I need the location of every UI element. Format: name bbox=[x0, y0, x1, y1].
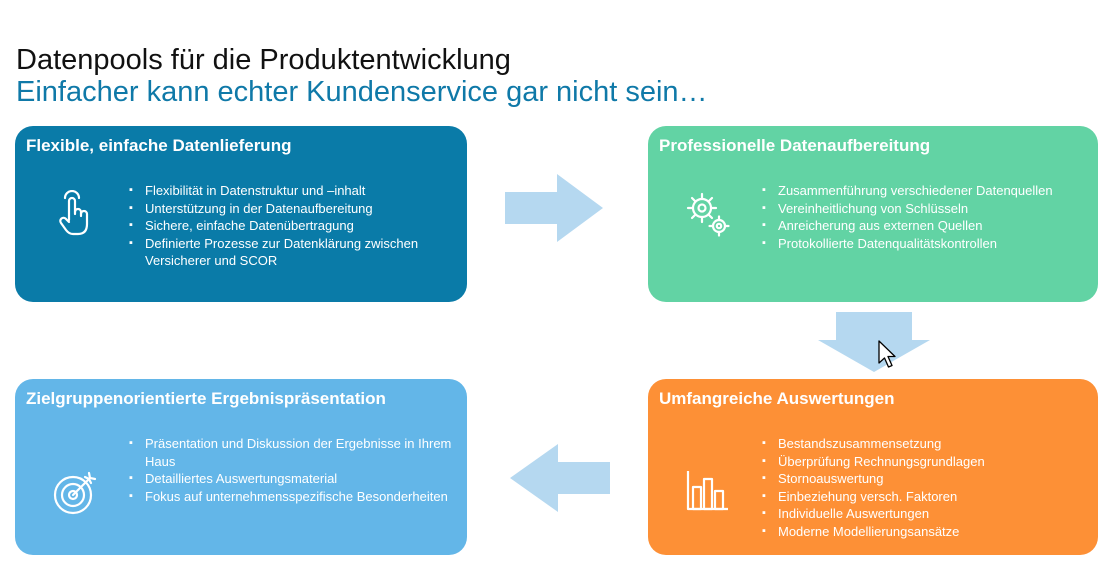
bar-chart-icon bbox=[686, 471, 728, 511]
list-item: Individuelle Auswertungen bbox=[762, 505, 1092, 523]
list-item: Anreicherung aus externen Quellen bbox=[762, 217, 1092, 235]
list-item: Präsentation und Diskussion der Ergebnis… bbox=[129, 435, 459, 470]
page-title: Datenpools für die Produktentwicklung bbox=[16, 44, 511, 76]
mouse-cursor-icon bbox=[878, 340, 896, 368]
list-item: Unterstützung in der Datenaufbereitung bbox=[129, 200, 459, 218]
list-item: Vereinheitlichung von Schlüsseln bbox=[762, 200, 1092, 218]
box-bullets: Bestandszusammensetzung Überprüfung Rech… bbox=[762, 435, 1092, 540]
arrow-left-icon bbox=[510, 444, 610, 512]
list-item: Fokus auf unternehmensspezifische Besond… bbox=[129, 488, 459, 506]
list-item: Einbeziehung versch. Faktoren bbox=[762, 488, 1092, 506]
box-heading: Zielgruppenorientierte Ergebnispräsentat… bbox=[26, 389, 386, 408]
box-data-preparation: Professionelle Datenaufbereitung bbox=[648, 126, 1098, 302]
box-heading: Flexible, einfache Datenlieferung bbox=[26, 136, 292, 155]
box-bullets: Zusammenführung verschiedener Datenquell… bbox=[762, 182, 1092, 252]
box-presentation: Zielgruppenorientierte Ergebnispräsentat… bbox=[15, 379, 467, 555]
list-item: Moderne Modellierungsansätze bbox=[762, 523, 1092, 541]
arrow-right-icon bbox=[505, 174, 603, 242]
pointing-hand-icon bbox=[59, 190, 89, 236]
list-item: Stornoauswertung bbox=[762, 470, 1092, 488]
box-heading: Umfangreiche Auswertungen bbox=[659, 389, 895, 408]
list-item: Zusammenführung verschiedener Datenquell… bbox=[762, 182, 1092, 200]
box-bullets: Präsentation und Diskussion der Ergebnis… bbox=[129, 435, 459, 505]
box-heading: Professionelle Datenaufbereitung bbox=[659, 136, 931, 155]
target-icon bbox=[53, 471, 97, 515]
page-subtitle: Einfacher kann echter Kundenservice gar … bbox=[16, 76, 708, 108]
list-item: Sichere, einfache Datenübertragung bbox=[129, 217, 459, 235]
box-analyses: Umfangreiche Auswertungen Bestandszusamm… bbox=[648, 379, 1098, 555]
box-bullets: Flexibilität in Datenstruktur und –inhal… bbox=[129, 182, 459, 270]
arrow-down-icon bbox=[818, 312, 930, 372]
list-item: Definierte Prozesse zur Datenklärung zwi… bbox=[129, 235, 459, 270]
list-item: Überprüfung Rechnungsgrundlagen bbox=[762, 453, 1092, 471]
list-item: Flexibilität in Datenstruktur und –inhal… bbox=[129, 182, 459, 200]
list-item: Protokollierte Datenqualitätskontrollen bbox=[762, 235, 1092, 253]
list-item: Bestandszusammensetzung bbox=[762, 435, 1092, 453]
list-item: Detailliertes Auswertungsmaterial bbox=[129, 470, 459, 488]
gears-icon bbox=[686, 192, 730, 237]
box-data-delivery: Flexible, einfache Datenlieferung Flexib… bbox=[15, 126, 467, 302]
